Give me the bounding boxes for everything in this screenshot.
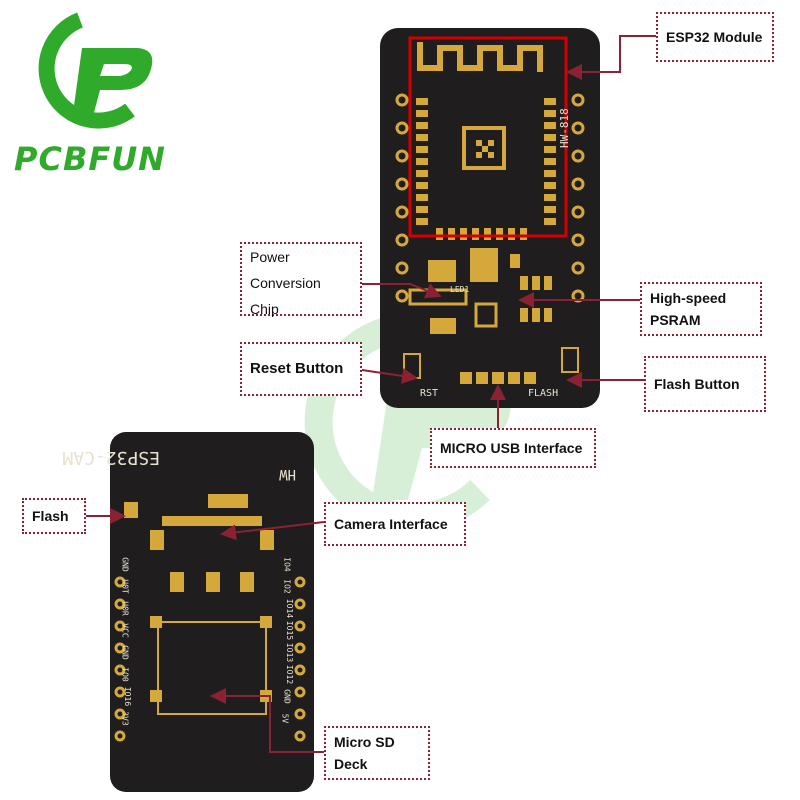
- module-label: HW-818: [558, 108, 571, 148]
- arrow-esp32: [566, 35, 656, 80]
- callout-flash-button: Flash Button: [644, 356, 766, 412]
- callout-sd-deck: Micro SD Deck: [324, 726, 430, 780]
- arrow-power-chip: [360, 283, 442, 299]
- callout-camera: Camera Interface: [324, 502, 466, 546]
- callout-reset-button: Reset Button: [240, 342, 362, 396]
- callout-psram: High-speed PSRAM: [640, 282, 762, 336]
- callout-flash: Flash: [22, 498, 86, 534]
- callout-power-chip: Power Conversion Chip: [240, 242, 362, 317]
- board-title: ESP32-CAM: [62, 447, 160, 468]
- flash-label: FLASH: [528, 388, 558, 399]
- led-label: LED1: [450, 285, 469, 294]
- board-front: HW-818 LED1 RST FLASH: [380, 28, 600, 408]
- module-highlight: [408, 36, 568, 238]
- rst-label: RST: [420, 388, 438, 399]
- pcbfun-logo: [20, 10, 170, 140]
- brand-name: PCBFUN: [14, 140, 166, 178]
- callout-esp32-module: ESP32 Module: [656, 12, 774, 62]
- logo-mark-icon: [38, 12, 153, 129]
- board-back: ESP32-CAM HW IO4 IO2 IO14 IO15 IO13 IO12…: [62, 432, 314, 792]
- hw-label: HW: [279, 466, 296, 482]
- arrow-sd: [210, 688, 324, 753]
- callout-usb: MICRO USB Interface: [430, 428, 596, 468]
- arrow-reset: [361, 368, 418, 384]
- arrow-camera: [220, 521, 325, 541]
